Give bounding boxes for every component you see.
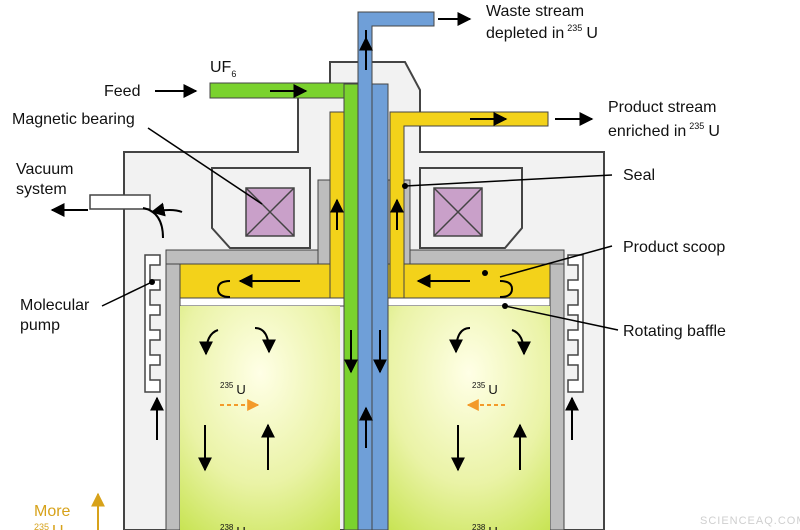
magnetic-bearing-left bbox=[245, 187, 295, 237]
leader-dots bbox=[149, 183, 508, 309]
magnetic-bearing-right bbox=[433, 187, 483, 237]
rotor-gas-left bbox=[180, 306, 340, 530]
u238-left-label: 238U bbox=[220, 523, 246, 530]
vacuum-label: Vacuum bbox=[16, 161, 74, 178]
feed-label: Feed bbox=[104, 83, 140, 100]
molecular-pump-label-2: pump bbox=[20, 317, 60, 334]
leader-lines bbox=[101, 127, 619, 331]
waste-inner-pipe bbox=[371, 83, 389, 530]
magnetic-bearing-label: Magnetic bearing bbox=[12, 111, 135, 128]
molecular-pump-label: Molecular bbox=[20, 297, 90, 314]
rotating-baffle-label: Rotating baffle bbox=[623, 323, 726, 340]
vacuum-label-2: system bbox=[16, 181, 67, 198]
watermark: SCIENCEAQ.COM bbox=[700, 515, 800, 527]
feed-inner-pipe bbox=[343, 83, 359, 530]
product-pipe bbox=[389, 111, 549, 299]
more-u235-label: More bbox=[34, 503, 71, 520]
product-scoop-label: Product scoop bbox=[623, 239, 725, 256]
circulation-arrows bbox=[142, 202, 579, 472]
product-stream-label: Product stream bbox=[608, 99, 716, 116]
flow-arrows bbox=[216, 30, 514, 448]
u238-right-label: 238U bbox=[472, 523, 498, 530]
waste-stream-label: Waste stream bbox=[486, 3, 584, 20]
molecular-pump-right bbox=[567, 254, 584, 393]
label-arrows bbox=[50, 12, 594, 217]
seal-label: Seal bbox=[623, 167, 655, 184]
vacuum-port bbox=[89, 194, 151, 210]
rotor-wall-right bbox=[549, 249, 565, 530]
rotor-gas-right bbox=[388, 306, 550, 530]
uf6-label: UF6 bbox=[210, 59, 236, 79]
rotor-wall-left bbox=[165, 249, 181, 530]
